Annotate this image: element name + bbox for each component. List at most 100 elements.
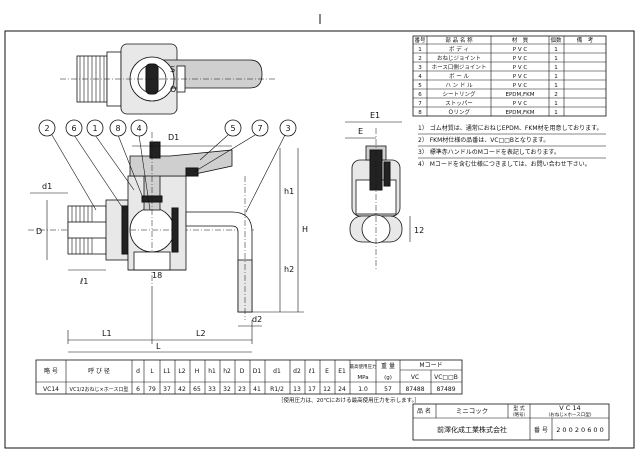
parts-cell: 2 — [418, 56, 422, 62]
handle-mark-s: S — [170, 65, 175, 74]
balloon-2: 2 — [44, 124, 49, 133]
parts-cell: EPDM,FKM — [505, 92, 534, 98]
dim-E: E — [358, 127, 363, 136]
note-3: 3） 標準赤ハンドルのMコードを表記しております。 — [418, 148, 560, 156]
front-view — [28, 132, 255, 320]
spec-header-cell: Mコード — [419, 362, 442, 369]
balloon-7: 7 — [257, 124, 262, 133]
dim-d2: d2 — [252, 315, 262, 324]
dim-H: H — [302, 225, 308, 234]
parts-cell: シートリング — [442, 90, 476, 98]
spec-pressure-unit: MPa — [357, 375, 368, 381]
spec-value-cell: 17 — [308, 386, 316, 393]
parts-cell: ボ ー ル — [449, 72, 469, 80]
parts-cell: Ｏリング — [448, 108, 471, 116]
dim-d1-top: D1 — [168, 133, 179, 142]
title-type-label: 型 式 — [513, 405, 525, 412]
handle-mark-o: O — [170, 85, 176, 94]
spec-header-cell: 呼 び 径 — [88, 367, 110, 375]
spec-header-cell: E — [325, 368, 329, 375]
spec-header-cell: ℓ1 — [308, 368, 315, 375]
dim-D: D — [36, 227, 42, 236]
dim-d1: d1 — [42, 182, 52, 191]
parts-cell: EPDM,FKM — [505, 110, 534, 116]
note-1: 1） ゴム材質は、通常におねじEPDM、FKM材を用意しております。 — [418, 124, 603, 132]
spec-value-cell: 37 — [163, 386, 171, 393]
spec-value-cell: 1.0 — [358, 386, 368, 393]
front-stopper — [185, 167, 199, 177]
parts-cell: P V C — [513, 65, 528, 71]
spec-header-cell: d2 — [293, 368, 301, 375]
spec-value-cell: 13 — [293, 386, 301, 393]
title-number-value: 2 0 0 2 0 6 0 0 — [556, 426, 604, 434]
front-handle-screw — [149, 141, 161, 159]
spec-header-cell: 略 号 — [44, 367, 58, 375]
side-view-stopper — [383, 161, 391, 187]
spec-weight-unit: (g) — [384, 375, 392, 381]
parts-cell: 5 — [418, 83, 422, 89]
note-2: 2） FKM材仕様の品番は、VC□□Bとなります。 — [418, 136, 549, 144]
parts-cell: 2 — [554, 92, 558, 98]
parts-cell: ストッパー — [445, 100, 473, 107]
dim-L1: L1 — [102, 329, 112, 338]
parts-cell: 4 — [418, 74, 422, 80]
spec-header-cell: d — [136, 368, 140, 375]
spec-value-cell: 23 — [238, 386, 246, 393]
parts-header-name: 部 品 名 称 — [445, 36, 473, 44]
dim-E1: E1 — [370, 111, 380, 120]
parts-header-qty: 個数 — [550, 36, 562, 44]
spec-header-cell: L1 — [163, 368, 170, 375]
sheet-border — [4, 30, 635, 449]
spec-value-cell: 42 — [178, 386, 186, 393]
balloon-8: 8 — [115, 124, 120, 133]
front-seat-ring-right — [171, 207, 179, 253]
spec-header-cell: d1 — [273, 368, 281, 375]
parts-cell: 6 — [418, 92, 422, 98]
balloon-6: 6 — [71, 124, 76, 133]
top-view: S O — [60, 43, 275, 115]
parts-cell: P V C — [513, 56, 528, 62]
title-type-value: V C 14 — [559, 404, 580, 412]
spec-value-cell: 12 — [323, 386, 331, 393]
pressure-footnote: ［使用圧力は、20℃における最高使用圧力を示します。］ — [278, 396, 420, 404]
parts-cell: 1 — [418, 47, 422, 53]
note-4: 4） Mコードを含む仕様につきましては、お問い合わせ下さい。 — [418, 160, 591, 168]
title-number-label: 番 号 — [534, 427, 548, 434]
balloon-3: 3 — [285, 124, 290, 133]
dim-l1: ℓ1 — [79, 277, 88, 286]
spec-header-cell: E1 — [338, 368, 346, 375]
front-dimensions: D1 d1 D ℓ1 18 L1 L2 L h1 H h2 d2 — [30, 133, 308, 353]
spec-header-cell: H — [195, 368, 200, 375]
spec-value-cell: 57 — [384, 386, 392, 393]
spec-value-cell: 33 — [208, 386, 216, 393]
dim-h1: h1 — [284, 187, 294, 196]
top-view-handle-lever — [159, 59, 263, 89]
parts-cell: ボ デ ィ — [449, 45, 469, 53]
front-bottom-port — [133, 251, 171, 271]
title-company: 前澤化成工業株式会社 — [437, 425, 507, 434]
spec-value-cell: 65 — [193, 386, 201, 393]
front-seat-ring-left — [121, 205, 129, 255]
parts-header-material: 材 質 — [512, 36, 529, 44]
spec-value-cell: 87488 — [405, 386, 424, 393]
spec-header-cell: L2 — [178, 368, 185, 375]
spec-value-cell: 79 — [148, 386, 156, 393]
parts-cell: P V C — [513, 83, 528, 89]
spec-header-cell: 最高使用圧力 — [350, 363, 377, 370]
parts-header-no: 番号 — [414, 37, 426, 44]
dim-L2: L2 — [196, 329, 206, 338]
spec-value-cell: R1/2 — [270, 386, 284, 393]
front-handle — [129, 149, 233, 177]
parts-cell: 1 — [554, 110, 558, 116]
balloon-5: 5 — [230, 124, 235, 133]
spec-mcode-vc: VC — [411, 374, 419, 381]
spec-value-cell: 24 — [338, 386, 346, 393]
parts-cell: 7 — [418, 101, 422, 107]
spec-value-cell: 6 — [136, 386, 140, 393]
parts-cell: P V C — [513, 101, 528, 107]
dim-18: 18 — [152, 271, 162, 280]
spec-header-cell: D — [240, 368, 245, 375]
